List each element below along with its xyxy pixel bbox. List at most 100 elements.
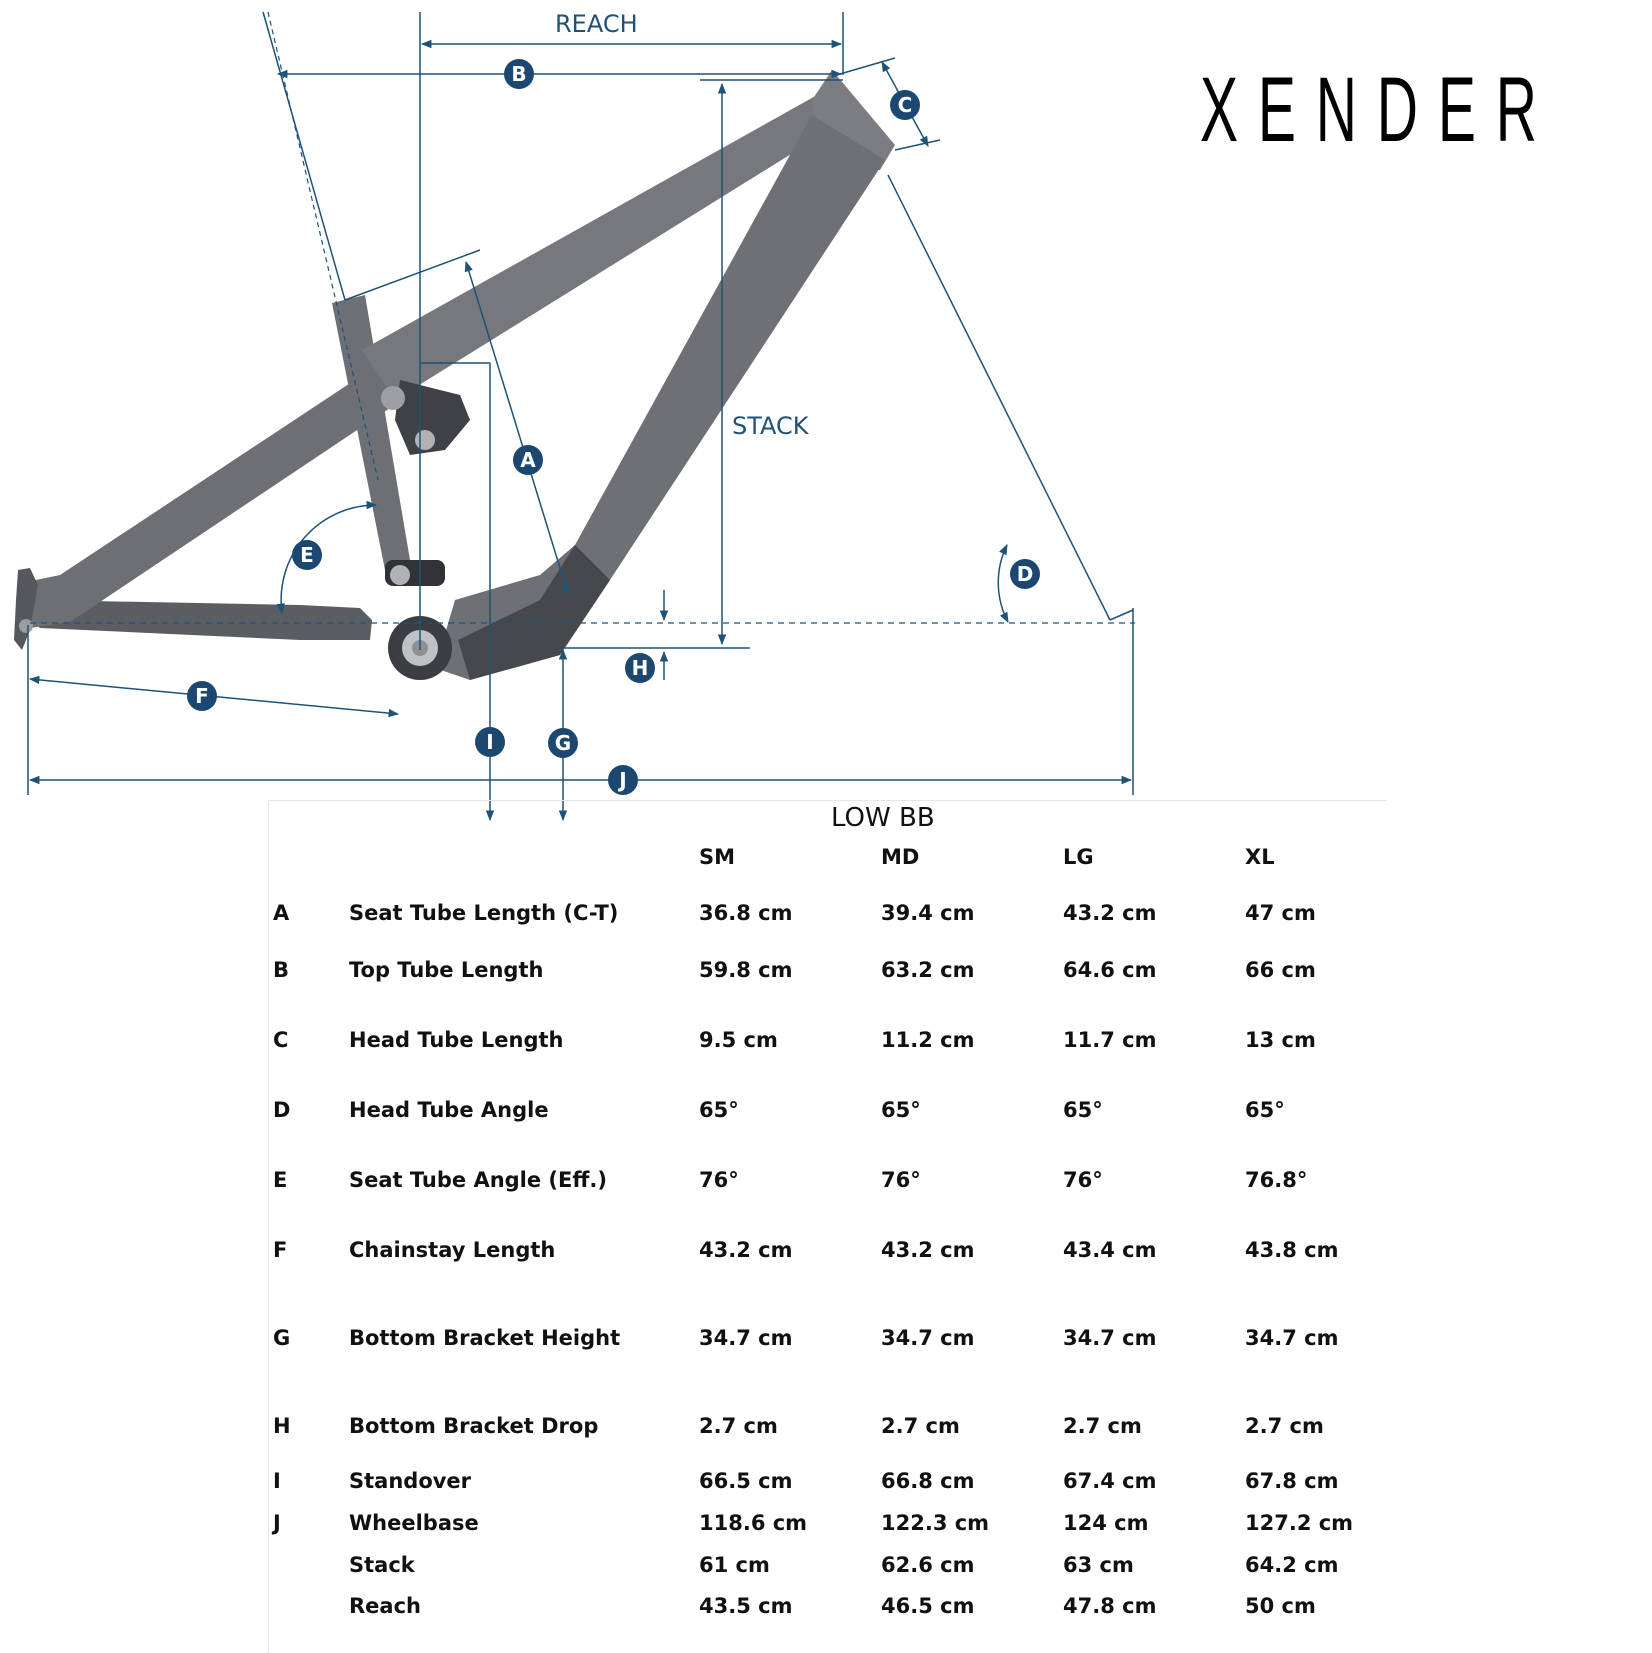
row-value-xl: 127.2 cm (1245, 1511, 1354, 1535)
row-name: Seat Tube Angle (Eff.) (349, 1168, 607, 1192)
stack-label: STACK (732, 412, 810, 440)
table-row: I Standover 66.5 cm 66.8 cm 67.4 cm 67.8 cm (269, 1469, 1387, 1509)
svg-text:D: D (1017, 562, 1034, 586)
row-value-lg: 11.7 cm (1063, 1028, 1157, 1052)
rocker-link (395, 380, 470, 455)
row-code: B (273, 958, 290, 982)
row-name: Stack (349, 1553, 415, 1577)
dimension-lines (27, 11, 1134, 822)
row-name: Head Tube Angle (349, 1098, 549, 1122)
row-value-xl: 47 cm (1245, 901, 1316, 925)
row-value-sm: 65° (699, 1098, 739, 1122)
row-value-md: 43.2 cm (881, 1238, 975, 1262)
row-value-xl: 34.7 cm (1245, 1326, 1339, 1350)
svg-text:B: B (511, 62, 526, 86)
row-value-lg: 43.2 cm (1063, 901, 1157, 925)
row-value-sm: 43.5 cm (699, 1594, 793, 1618)
row-value-lg: 67.4 cm (1063, 1469, 1157, 1493)
row-value-md: 11.2 cm (881, 1028, 975, 1052)
badge-i: I (475, 727, 505, 757)
row-value-xl: 76.8° (1245, 1168, 1308, 1192)
badge-j: J (608, 765, 638, 795)
row-code: J (273, 1511, 281, 1535)
row-value-xl: 2.7 cm (1245, 1414, 1324, 1438)
svg-text:G: G (555, 731, 571, 755)
row-value-xl: 13 cm (1245, 1028, 1316, 1052)
seat-tube (332, 295, 410, 570)
row-code: C (273, 1028, 289, 1052)
down-tube (435, 115, 885, 680)
row-value-md: 66.8 cm (881, 1469, 975, 1493)
badge-b: B (504, 59, 534, 89)
reach-label: REACH (555, 10, 638, 38)
row-value-lg: 63 cm (1063, 1553, 1134, 1577)
svg-text:H: H (632, 656, 649, 680)
row-value-sm: 76° (699, 1168, 739, 1192)
table-row: Stack 61 cm 62.6 cm 63 cm 64.2 cm (269, 1553, 1387, 1593)
row-value-md: 39.4 cm (881, 901, 975, 925)
row-name: Reach (349, 1594, 421, 1618)
row-name: Bottom Bracket Height (349, 1326, 621, 1350)
row-value-sm: 9.5 cm (699, 1028, 778, 1052)
table-title: LOW BB (831, 803, 935, 833)
row-value-lg: 47.8 cm (1063, 1594, 1157, 1618)
row-value-xl: 50 cm (1245, 1594, 1316, 1618)
row-value-sm: 66.5 cm (699, 1469, 793, 1493)
badge-d: D (1010, 559, 1040, 589)
row-value-md: 46.5 cm (881, 1594, 975, 1618)
svg-text:F: F (195, 684, 209, 708)
table-row: Reach 43.5 cm 46.5 cm 47.8 cm 50 cm (269, 1594, 1387, 1634)
row-value-sm: 61 cm (699, 1553, 770, 1577)
badge-f: F (187, 681, 217, 711)
row-value-md: 62.6 cm (881, 1553, 975, 1577)
row-value-lg: 124 cm (1063, 1511, 1149, 1535)
row-value-lg: 2.7 cm (1063, 1414, 1142, 1438)
row-code: G (273, 1326, 291, 1350)
row-value-md: 63.2 cm (881, 958, 975, 982)
row-value-md: 122.3 cm (881, 1511, 990, 1535)
size-header-md: MD (881, 845, 920, 869)
row-value-xl: 64.2 cm (1245, 1553, 1339, 1577)
row-value-sm: 2.7 cm (699, 1414, 778, 1438)
size-header-sm: SM (699, 845, 736, 869)
row-value-sm: 34.7 cm (699, 1326, 793, 1350)
brand-logo: XENDER (1200, 59, 1557, 161)
row-name: Top Tube Length (349, 958, 544, 982)
row-value-lg: 65° (1063, 1098, 1103, 1122)
row-code: I (273, 1469, 281, 1493)
row-value-lg: 34.7 cm (1063, 1326, 1157, 1350)
size-header-lg: LG (1063, 845, 1094, 869)
row-value-xl: 43.8 cm (1245, 1238, 1339, 1262)
badge-c: C (890, 90, 920, 120)
badge-a: A (513, 445, 543, 475)
badge-e: E (292, 540, 322, 570)
row-value-sm: 36.8 cm (699, 901, 793, 925)
row-name: Chainstay Length (349, 1238, 556, 1262)
svg-text:C: C (898, 93, 913, 117)
row-name: Standover (349, 1469, 472, 1493)
row-code: F (273, 1238, 288, 1262)
table-row: G Bottom Bracket Height 34.7 cm 34.7 cm 34.7… (269, 1326, 1387, 1366)
row-value-xl: 67.8 cm (1245, 1469, 1339, 1493)
row-value-lg: 76° (1063, 1168, 1103, 1192)
row-code: D (273, 1098, 291, 1122)
row-code: H (273, 1414, 291, 1438)
row-value-sm: 59.8 cm (699, 958, 793, 982)
row-name: Wheelbase (349, 1511, 479, 1535)
svg-text:I: I (486, 730, 493, 754)
badge-h: H (625, 653, 655, 683)
row-value-md: 76° (881, 1168, 921, 1192)
bike-frame (14, 70, 895, 680)
row-value-md: 34.7 cm (881, 1326, 975, 1350)
svg-text:E: E (300, 543, 314, 567)
row-value-xl: 65° (1245, 1098, 1285, 1122)
